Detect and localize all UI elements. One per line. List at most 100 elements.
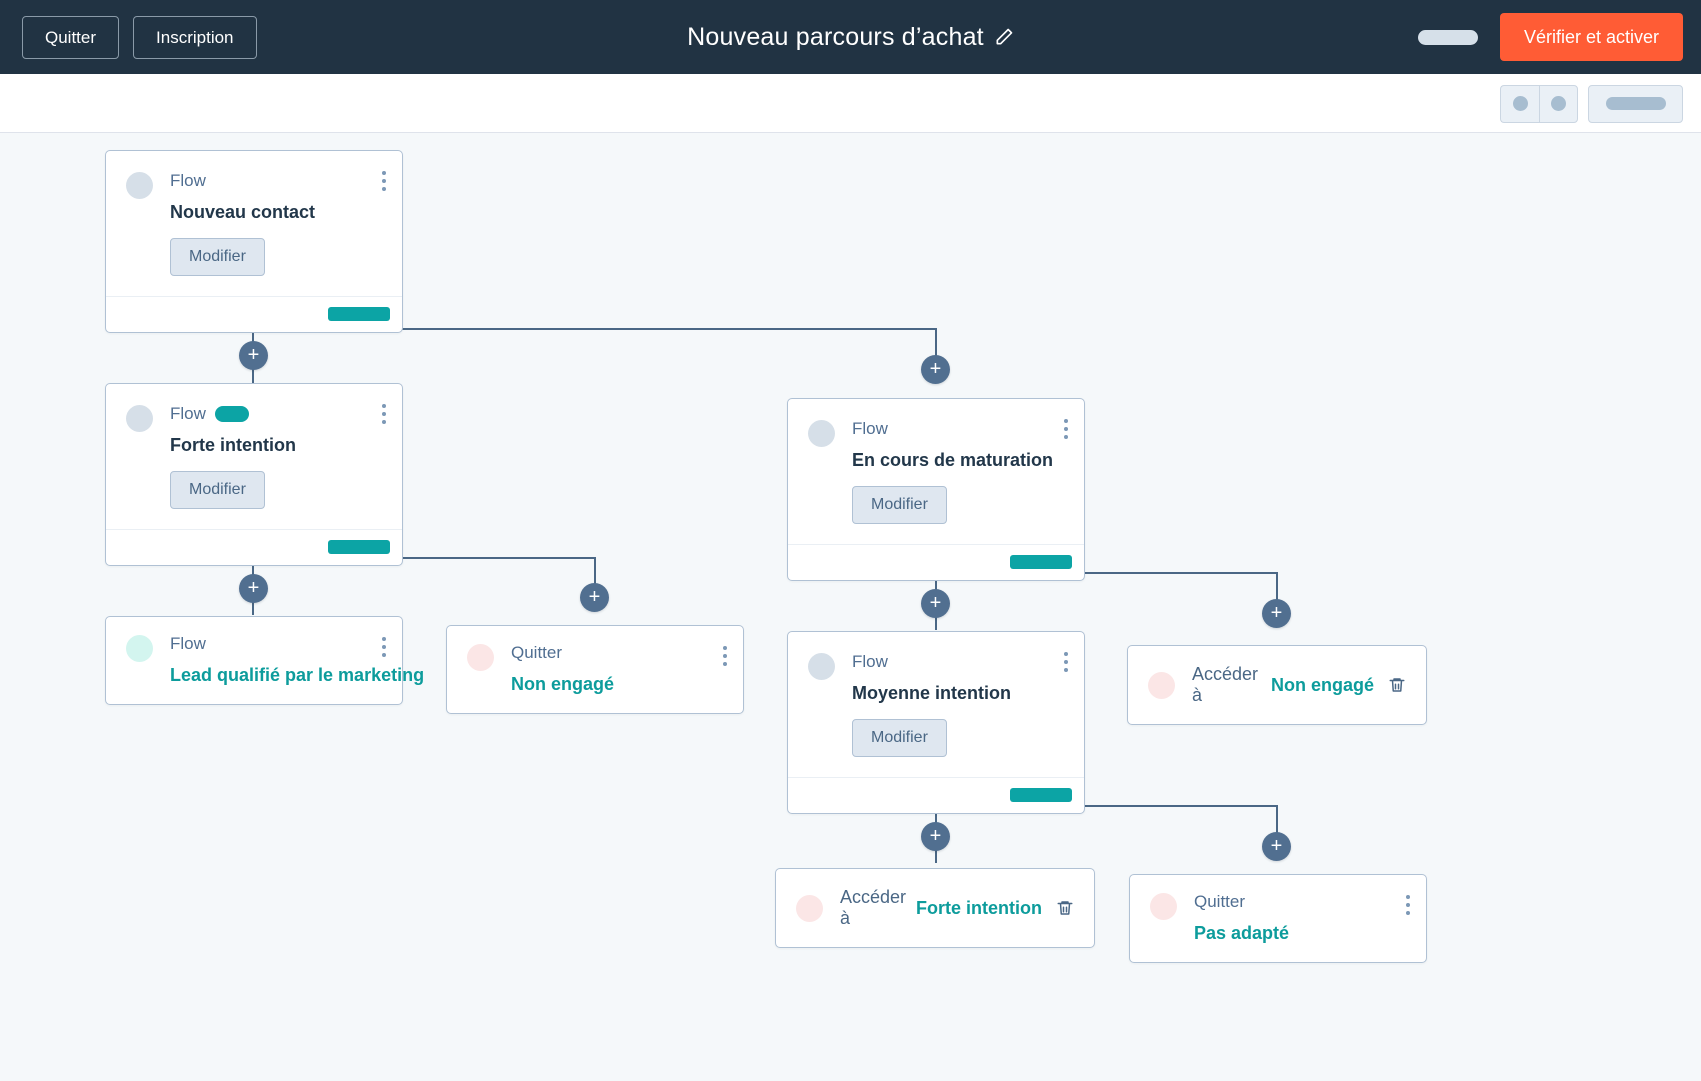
node-kicker-label: Flow (852, 419, 888, 438)
node-body: Flow Forte intention Modifier (106, 384, 402, 529)
exit-button[interactable]: Quitter (22, 15, 120, 59)
trash-icon[interactable] (1388, 675, 1406, 695)
flow-status-icon (126, 405, 153, 432)
node-kicker-label: Quitter (1194, 892, 1246, 911)
page-title: Nouveau parcours d’achat (687, 22, 984, 51)
more-options-icon[interactable] (723, 646, 727, 666)
flow-status-icon (796, 895, 823, 922)
add-step-button-2[interactable]: + (921, 355, 950, 384)
node-body: Flow Lead qualifié par le marketing (106, 617, 424, 704)
node-header: Flow Nouveau contact Modifier (126, 171, 380, 276)
node-value: Pas adapté (1194, 923, 1290, 944)
node-content: Flow En cours de maturation Modifier (852, 419, 1053, 524)
node-header: Quitter Non engagé (467, 643, 723, 696)
node-nouveau-contact[interactable]: Flow Nouveau contact Modifier (105, 150, 403, 333)
add-step-button-8[interactable]: + (1262, 832, 1291, 861)
add-step-button-3[interactable]: + (239, 574, 268, 603)
add-step-button-7[interactable]: + (921, 822, 950, 851)
more-options-icon[interactable] (1406, 895, 1410, 915)
node-body: Accéder à Forte intention (776, 869, 1094, 947)
node-kicker: Flow (170, 171, 315, 191)
node-content: Flow Forte intention Modifier (170, 404, 296, 509)
plus-icon: + (929, 357, 942, 380)
node-title: Moyenne intention (852, 683, 1011, 704)
plus-icon: + (1270, 834, 1283, 857)
plus-icon: + (1270, 601, 1283, 624)
edit-button[interactable]: Modifier (170, 237, 265, 276)
add-step-button-1[interactable]: + (239, 341, 268, 370)
add-step-button-4[interactable]: + (580, 583, 609, 612)
canvas-toolbar-actions (1500, 74, 1683, 133)
add-step-button-5[interactable]: + (921, 589, 950, 618)
redacted-footer-label (328, 307, 390, 322)
redacted-footer-label (1010, 788, 1072, 803)
node-kicker-label: Flow (852, 652, 888, 671)
more-options-icon[interactable] (382, 637, 386, 657)
node-kicker-label: Flow (170, 404, 206, 423)
trash-icon[interactable] (1056, 898, 1074, 918)
node-kicker: Flow (852, 652, 1011, 672)
node-header: Quitter Pas adapté (1150, 892, 1406, 945)
pencil-icon[interactable] (994, 27, 1014, 47)
header-right-actions: Vérifier et activer (1417, 0, 1683, 74)
node-title: En cours de maturation (852, 450, 1054, 471)
node-title: Nouveau contact (170, 202, 316, 223)
goto-label: Accéder à (1192, 664, 1259, 705)
plus-icon: + (247, 343, 260, 366)
view-mode-option-1[interactable] (1500, 84, 1539, 123)
flow-status-icon (808, 420, 835, 447)
node-kicker-label: Flow (170, 171, 206, 190)
node-body: Quitter Non engagé (447, 626, 743, 713)
redacted-footer-label (328, 540, 390, 555)
redacted-badge (214, 406, 249, 423)
view-mode-option-2[interactable] (1539, 84, 1578, 123)
workflow-canvas[interactable]: Flow Nouveau contact Modifier Flow (0, 133, 1701, 1081)
node-content: Quitter Non engagé (511, 643, 614, 696)
plus-icon: + (247, 576, 260, 599)
redacted-button-label (1605, 97, 1666, 110)
node-forte-intention[interactable]: Flow Forte intention Modifier (105, 383, 403, 566)
node-body: Quitter Pas adapté (1130, 875, 1426, 962)
node-value: Non engagé (511, 674, 615, 695)
enrollment-button[interactable]: Inscription (133, 15, 257, 59)
review-and-publish-button[interactable]: Vérifier et activer (1499, 13, 1683, 61)
node-goto-forte-intention[interactable]: Accéder à Forte intention (775, 868, 1095, 948)
more-options-icon[interactable] (382, 171, 386, 191)
canvas-toolbar (0, 74, 1701, 133)
node-lead-qualifie-par-le-marketing[interactable]: Flow Lead qualifié par le marketing (105, 616, 424, 705)
flow-status-icon (1148, 672, 1175, 699)
node-goto-non-engage[interactable]: Accéder à Non engagé (1127, 645, 1427, 725)
top-header-bar: Quitter Inscription Nouveau parcours d’a… (0, 0, 1701, 74)
flow-status-icon (467, 644, 494, 671)
flow-status-icon (126, 172, 153, 199)
add-step-button-6[interactable]: + (1262, 599, 1291, 628)
node-quitter-non-engage[interactable]: Quitter Non engagé (446, 625, 744, 714)
node-value: Lead qualifié par le marketing (170, 665, 425, 686)
node-header: Accéder à Non engagé (1148, 664, 1406, 706)
node-header: Accéder à Forte intention (796, 887, 1074, 929)
circle-icon (1512, 96, 1528, 111)
node-quitter-pas-adapte[interactable]: Quitter Pas adapté (1129, 874, 1427, 963)
toolbar-ghost-button[interactable] (1588, 84, 1683, 123)
node-header: Flow Forte intention Modifier (126, 404, 380, 509)
goto-target: Forte intention (916, 897, 1042, 918)
edit-button[interactable]: Modifier (170, 470, 265, 509)
node-content: Flow Nouveau contact Modifier (170, 171, 315, 276)
flow-status-icon (126, 635, 153, 662)
node-footer (788, 776, 1084, 813)
more-options-icon[interactable] (382, 404, 386, 424)
node-content: Flow Lead qualifié par le marketing (170, 634, 424, 687)
redacted-header-control[interactable] (1417, 29, 1478, 45)
edit-button[interactable]: Modifier (852, 485, 947, 524)
plus-icon: + (588, 585, 601, 608)
node-title: Forte intention (170, 435, 296, 456)
node-kicker: Flow (170, 404, 296, 424)
more-options-icon[interactable] (1064, 652, 1068, 672)
more-options-icon[interactable] (1064, 419, 1068, 439)
node-footer (106, 295, 402, 332)
node-content: Quitter Pas adapté (1194, 892, 1289, 945)
edit-button[interactable]: Modifier (852, 718, 947, 757)
node-en-cours-de-maturation[interactable]: Flow En cours de maturation Modifier (787, 398, 1085, 581)
node-moyenne-intention[interactable]: Flow Moyenne intention Modifier (787, 631, 1085, 814)
circle-icon (1551, 96, 1566, 111)
